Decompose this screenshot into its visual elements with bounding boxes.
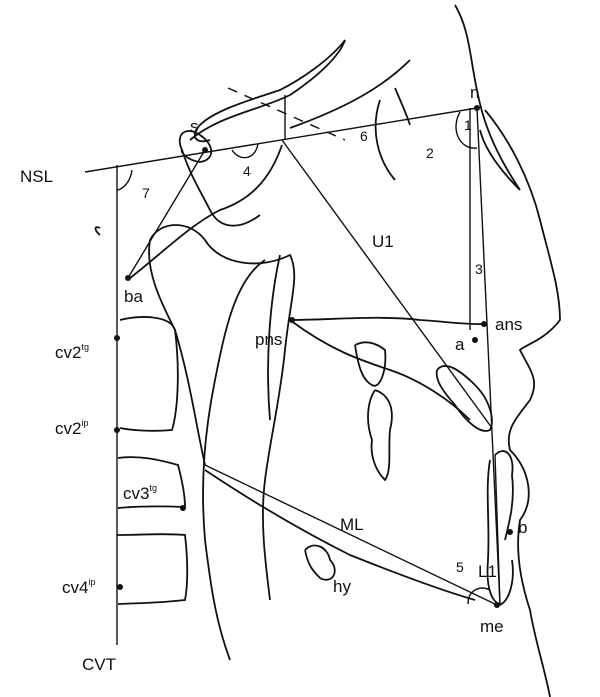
angle-label-5: 5 bbox=[456, 559, 464, 575]
label-n: n bbox=[470, 83, 479, 102]
label-u1: U1 bbox=[372, 232, 394, 251]
label-me: me bbox=[480, 617, 504, 636]
angle-label-1: 1 bbox=[464, 117, 472, 133]
l1-line bbox=[494, 454, 501, 606]
angle-label-6: 6 bbox=[360, 128, 368, 144]
angle-label-4: 4 bbox=[243, 163, 251, 179]
angle-5-arc bbox=[467, 587, 491, 605]
label-ans: ans bbox=[495, 315, 522, 334]
reference-lines bbox=[84, 87, 501, 645]
angle-4-arc bbox=[231, 143, 259, 159]
s-ba-line bbox=[127, 149, 206, 279]
label-ba: ba bbox=[124, 287, 143, 306]
label-ml: ML bbox=[340, 515, 364, 534]
dashed-line bbox=[227, 87, 346, 141]
skull-outlines bbox=[94, 4, 561, 697]
u1-line bbox=[281, 139, 493, 429]
label-cv2ip: cv2ip bbox=[55, 418, 88, 438]
landmark-points bbox=[114, 105, 513, 608]
label-cv2tg: cv2tg bbox=[55, 342, 89, 362]
label-cv3: cv3tg bbox=[123, 483, 157, 503]
angle-label-2: 2 bbox=[426, 145, 434, 161]
angle-7-arc bbox=[116, 169, 133, 191]
label-b: b bbox=[518, 518, 527, 537]
label-pns: pns bbox=[255, 330, 282, 349]
label-cv4: cv4ip bbox=[62, 577, 95, 597]
label-a: a bbox=[455, 335, 465, 354]
angle-label-3: 3 bbox=[475, 261, 483, 277]
label-nsl: NSL bbox=[20, 167, 53, 186]
label-hy: hy bbox=[333, 577, 351, 596]
label-cvt: CVT bbox=[82, 655, 116, 674]
label-s: s bbox=[190, 117, 199, 136]
n-me-line bbox=[476, 107, 501, 606]
angle-1-2-arc bbox=[455, 111, 478, 149]
label-l1: L1 bbox=[478, 562, 497, 581]
angle-label-7: 7 bbox=[142, 185, 150, 201]
nsl-line bbox=[84, 107, 478, 173]
ml-line bbox=[204, 464, 498, 606]
